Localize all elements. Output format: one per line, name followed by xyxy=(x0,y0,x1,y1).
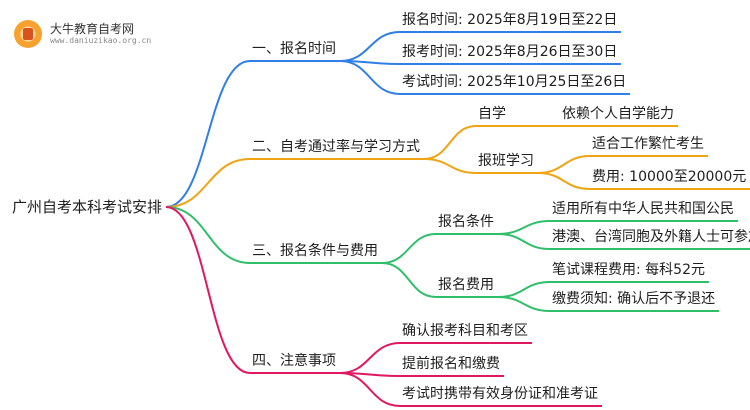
logo-name: 大牛教育自考网 xyxy=(50,22,135,36)
sub-node: 报名条件 xyxy=(438,214,494,230)
book-icon xyxy=(14,20,42,48)
branch-to-child-line xyxy=(339,372,401,407)
leaf-node: 考试时间: 2025年10月25日至26日 xyxy=(402,74,627,90)
leaf-node: 适合工作繁忙考生 xyxy=(592,136,704,152)
child-to-grandchild-line xyxy=(497,281,551,298)
branch-pass-rate-study: 二、自考通过率与学习方式 xyxy=(252,139,420,155)
leaf-node: 确认报考科目和考区 xyxy=(402,323,528,339)
branch-notes: 四、注意事项 xyxy=(252,353,336,369)
child-to-grandchild-line xyxy=(537,172,591,190)
site-logo[interactable]: 大牛教育自考网 www.daniuzikao.org.cn xyxy=(14,20,151,48)
branch-to-child-line xyxy=(381,233,437,264)
branch-to-child-line xyxy=(423,125,477,160)
root-to-branch-line xyxy=(165,206,251,374)
leaf-node: 报名时间: 2025年8月19日至22日 xyxy=(402,12,618,28)
child-to-grandchild-line xyxy=(497,220,551,235)
branch-conditions-fees: 三、报名条件与费用 xyxy=(252,243,378,259)
leaf-node: 提前报名和缴费 xyxy=(402,356,500,372)
branch-to-child-line xyxy=(339,342,401,374)
root-to-branch-line xyxy=(165,158,251,208)
leaf-node: 费用: 10000至20000元 xyxy=(592,169,747,185)
logo-url: www.daniuzikao.org.cn xyxy=(50,36,152,45)
root-to-branch-line xyxy=(165,206,251,264)
leaf-node: 考试时携带有效身份证和准考证 xyxy=(402,386,598,402)
branch-to-child-line xyxy=(381,262,437,298)
branch-to-child-line xyxy=(423,158,477,174)
leaf-node: 笔试课程费用: 每科52元 xyxy=(552,262,705,278)
root-node: 广州自考本科考试安排 xyxy=(12,198,163,216)
root-to-branch-line xyxy=(165,60,251,208)
leaf-node: 依赖个人自学能力 xyxy=(562,106,674,122)
child-to-grandchild-line xyxy=(537,155,591,174)
branch-to-child-line xyxy=(339,60,401,95)
logo-text: 大牛教育自考网 www.daniuzikao.org.cn xyxy=(50,22,151,46)
leaf-node: 适用所有中华人民共和国公民 xyxy=(552,201,734,217)
sub-node: 报班学习 xyxy=(478,153,534,169)
sub-node: 自学 xyxy=(478,106,506,122)
sub-node: 报名费用 xyxy=(438,277,494,293)
branch-to-child-line xyxy=(339,31,401,62)
leaf-node: 缴费须知: 确认后不予退还 xyxy=(552,291,716,307)
branch-registration-time: 一、报名时间 xyxy=(252,41,336,57)
leaf-node: 港澳、台湾同胞及外籍人士可参加 xyxy=(552,229,750,245)
leaf-node: 报考时间: 2025年8月26日至30日 xyxy=(402,44,618,60)
child-to-grandchild-line xyxy=(497,296,551,312)
child-to-grandchild-line xyxy=(497,233,551,250)
